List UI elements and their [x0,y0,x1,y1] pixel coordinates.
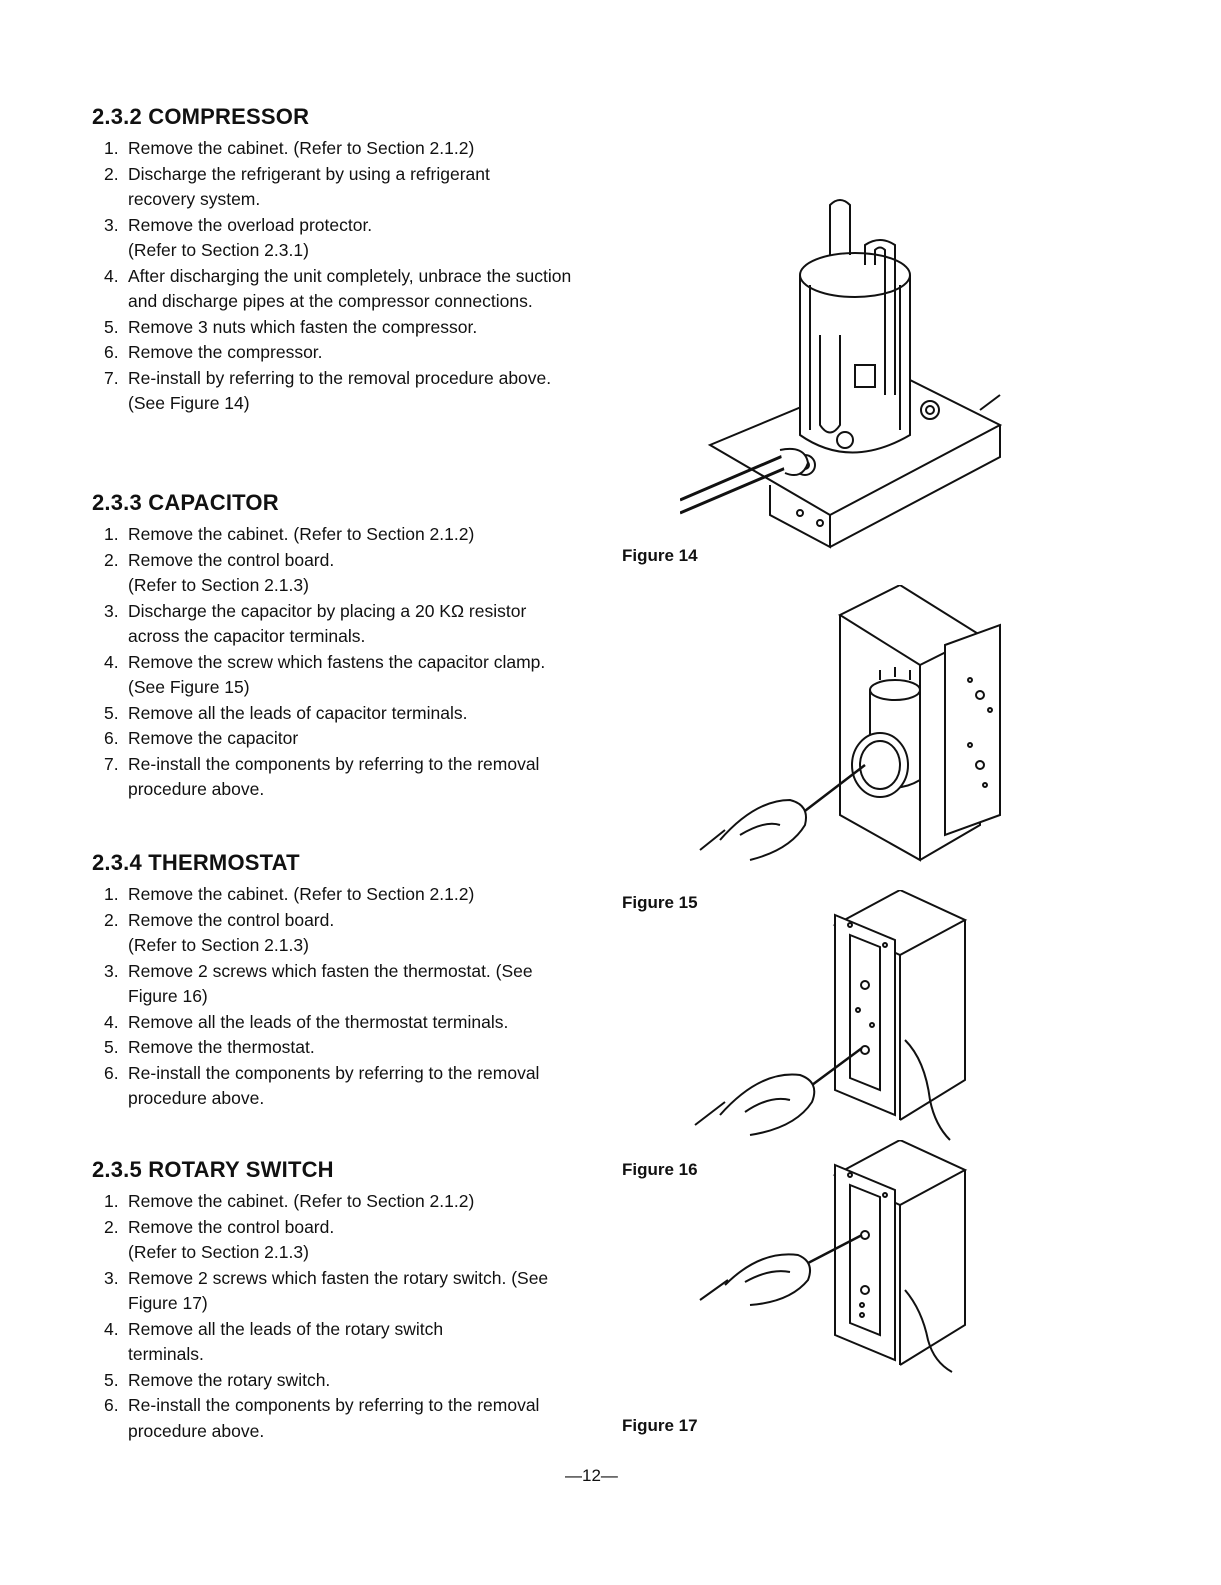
section-rotary-switch: 2.3.5 ROTARY SWITCH 1.Remove the cabinet… [92,1157,582,1444]
section-title: 2.3.4 THERMOSTAT [92,850,300,875]
figure-15-capacitor-illustration [680,585,1010,885]
step-item: 5.Remove the rotary switch. [104,1369,331,1390]
step-item: 5.Remove 3 nuts which fasten the compres… [104,316,478,337]
step-item: 5.Remove all the leads of capacitor term… [104,702,468,723]
step-item: 6.Remove the capacitor [104,728,299,748]
step-item: 1.Remove the cabinet. (Refer to Section … [104,524,475,544]
step-item: 6.Re-install the components by referring… [104,1062,540,1109]
figure-15-caption: Figure 15 [622,893,698,912]
section-thermostat: 2.3.4 THERMOSTAT 1.Remove the cabinet. (… [92,850,582,1112]
step-item: 1.Remove the cabinet. (Refer to Section … [104,884,475,904]
figure-14-compressor-illustration [680,195,1010,550]
step-item: 3.Remove the overload protector. (Refer … [104,214,373,261]
step-item: 4.Remove all the leads of the thermostat… [104,1011,509,1032]
step-item: 7.Re-install the components by referring… [104,753,540,800]
step-item: 4.After discharging the unit completely,… [104,265,572,312]
step-list: 1.Remove the cabinet. (Refer to Section … [92,1189,582,1444]
figure-14-caption: Figure 14 [622,546,698,565]
step-list: 1.Remove the cabinet. (Refer to Section … [92,522,582,803]
step-item: 3.Remove 2 screws which fasten the therm… [104,960,533,1007]
step-item: 2.Remove the control board. (Refer to Se… [104,549,335,596]
section-title: 2.3.3 CAPACITOR [92,490,279,515]
step-item: 2.Discharge the refrigerant by using a r… [104,163,490,210]
step-item: 7.Re-install by referring to the removal… [104,367,552,414]
step-item: 3.Remove 2 screws which fasten the rotar… [104,1267,549,1314]
figure-16-thermostat-illustration [690,890,980,1155]
step-item: 2.Remove the control board. (Refer to Se… [104,1216,335,1263]
step-item: 1.Remove the cabinet. (Refer to Section … [104,1191,475,1211]
step-item: 2.Remove the control board. (Refer to Se… [104,909,335,956]
step-item: 5.Remove the thermostat. [104,1037,315,1057]
step-list: 1.Remove the cabinet. (Refer to Section … [92,136,582,417]
step-item: 1.Remove the cabinet. (Refer to Section … [104,138,475,158]
step-item: 6.Re-install the components by referring… [104,1395,540,1441]
section-compressor: 2.3.2 COMPRESSOR 1.Remove the cabinet. (… [92,104,582,417]
figure-16-caption: Figure 16 [622,1160,698,1179]
section-title: 2.3.5 ROTARY SWITCH [92,1157,334,1182]
step-item: 4.Remove the screw which fastens the cap… [104,651,546,698]
figure-17-rotary-switch-illustration [690,1140,980,1375]
step-item: 3.Discharge the capacitor by placing a 2… [104,600,527,647]
figure-17-caption: Figure 17 [622,1416,698,1435]
step-list: 1.Remove the cabinet. (Refer to Section … [92,882,582,1112]
page-number: —12— [565,1466,618,1485]
section-capacitor: 2.3.3 CAPACITOR 1.Remove the cabinet. (R… [92,490,582,803]
step-item: 6.Remove the compressor. [104,342,323,362]
step-item: 4.Remove all the leads of the rotary swi… [104,1318,444,1365]
section-title: 2.3.2 COMPRESSOR [92,104,310,129]
